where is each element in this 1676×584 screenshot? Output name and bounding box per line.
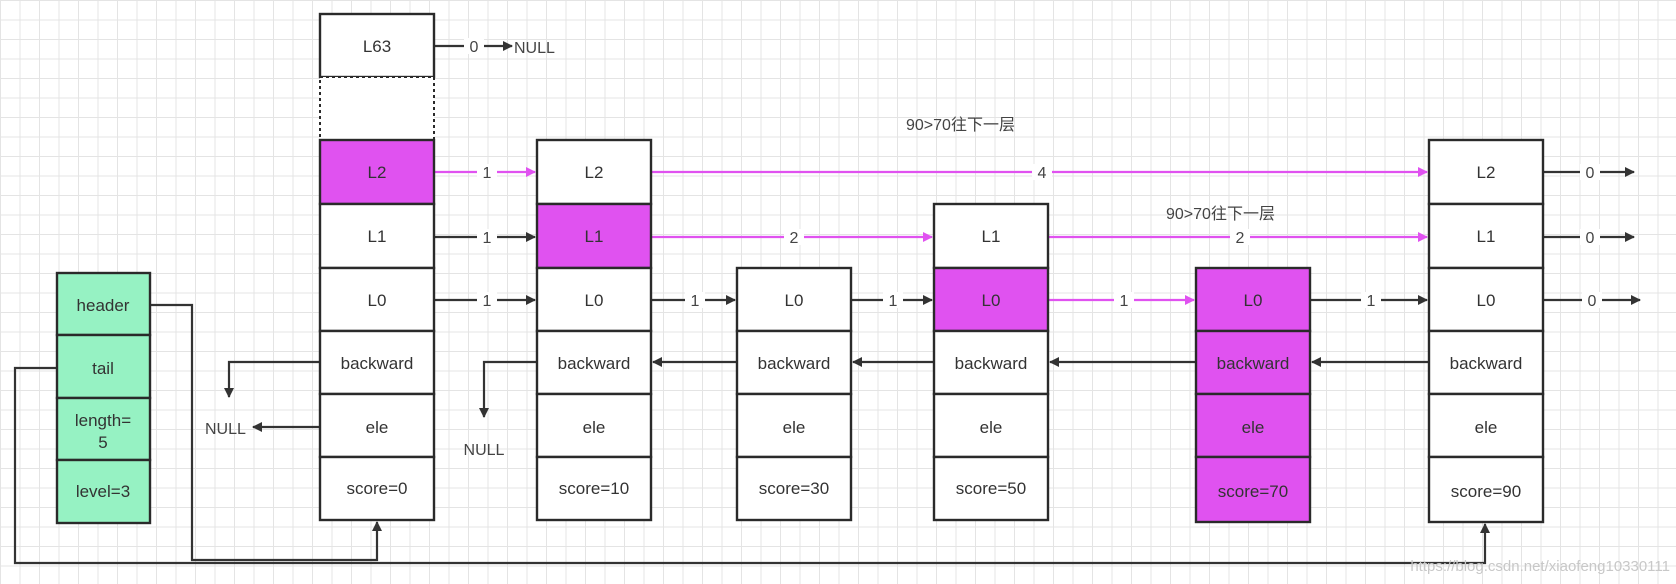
node10-l1-label: L1: [585, 227, 604, 246]
header-ele-label: ele: [366, 418, 389, 437]
null-label-backward: NULL: [464, 442, 505, 459]
node30-ele-label: ele: [783, 418, 806, 437]
node10-score-cell: [535, 455, 653, 522]
node30-score-label: score=30: [759, 479, 829, 498]
header-backward-label: backward: [341, 354, 414, 373]
null-label-l63: NULL: [514, 40, 555, 57]
node90-l1-label: L1: [1477, 227, 1496, 246]
node30-score-cell: [735, 455, 853, 522]
node90-l2-label: L2: [1477, 163, 1496, 182]
header-score-label: score=0: [347, 479, 408, 498]
node-score-30: L0 backward ele score=30: [735, 266, 853, 522]
node50-ele-label: ele: [980, 418, 1003, 437]
node90-ele-label: ele: [1475, 418, 1498, 437]
node90-l1-cell: [1427, 202, 1545, 270]
arrow-backward-n10-null: [479, 360, 537, 418]
node50-backward-label: backward: [955, 354, 1028, 373]
list-header-label: header: [77, 296, 130, 315]
header-l63-cell: [318, 12, 436, 79]
node10-l2-cell: [535, 138, 653, 206]
span-l2-n90-null: 0: [1586, 165, 1595, 182]
node50-score-label: score=50: [956, 479, 1026, 498]
node90-l2-cell: [1427, 138, 1545, 206]
span-l0-n90-null: 0: [1588, 293, 1597, 310]
node-score-70: L0 backward ele score=70: [1194, 266, 1312, 524]
node90-l0-cell: [1427, 266, 1545, 333]
node10-ele-label: ele: [583, 418, 606, 437]
note-l2-descend: 90>70往下一层: [906, 116, 1015, 134]
node30-l0-label: L0: [785, 291, 804, 310]
node10-ele-cell: [535, 392, 653, 459]
span-l0-n10-n30: 1: [691, 293, 700, 310]
header-l2-label: L2: [368, 163, 387, 182]
header-gap-cell: [319, 76, 435, 141]
node-score-90: L2 L1 L0 backward ele score=90: [1427, 138, 1545, 524]
list-header-cell: [55, 271, 152, 337]
span-l2-n10-n90: 4: [1038, 165, 1047, 182]
node10-score-label: score=10: [559, 479, 629, 498]
note-l1-descend: 90>70往下一层: [1166, 205, 1275, 223]
node70-l0-label: L0: [1244, 291, 1263, 310]
node50-l1-label: L1: [982, 227, 1001, 246]
node50-l0-label: L0: [982, 291, 1001, 310]
node70-ele-label: ele: [1242, 418, 1265, 437]
zset-list: header tail length= 5 level=3: [55, 271, 152, 525]
null-label-ele: NULL: [205, 421, 246, 438]
node70-score-cell: [1194, 455, 1312, 524]
header-l1-label: L1: [368, 227, 387, 246]
node-score-10: L2 L1 L0 backward ele score=10: [535, 138, 653, 522]
arrow-backward-hdr-null: [224, 360, 320, 398]
list-length-value: 5: [98, 433, 107, 452]
header-node: L63 L2 L1 L0 backward ele score=0: [318, 12, 436, 522]
span-l63: 0: [470, 39, 479, 56]
span-l1-n50-n90: 2: [1236, 230, 1245, 247]
node30-l0-cell: [735, 266, 853, 333]
arrow-list-header: [150, 303, 382, 562]
node10-l0-cell: [535, 266, 653, 333]
node90-ele-cell: [1427, 392, 1545, 459]
node90-l0-label: L0: [1477, 291, 1496, 310]
node10-l0-label: L0: [585, 291, 604, 310]
header-l63-label: L63: [363, 37, 391, 56]
list-level-cell: [55, 458, 152, 525]
span-l1-hdr-n10: 1: [483, 230, 492, 247]
header-l1-cell: [318, 202, 436, 270]
node-score-50: L1 L0 backward ele score=50: [932, 202, 1050, 522]
span-l0-n30-n50: 1: [889, 293, 898, 310]
list-level-label: level=3: [76, 482, 130, 501]
list-length-label: length=: [75, 411, 131, 430]
span-l0-hdr-n10: 1: [483, 293, 492, 310]
node30-ele-cell: [735, 392, 853, 459]
span-l0-n70-n90: 1: [1367, 293, 1376, 310]
node10-l2-label: L2: [585, 163, 604, 182]
node70-ele-cell: [1194, 392, 1312, 459]
node10-l1-cell: [535, 202, 653, 270]
watermark: https://blog.csdn.net/xiaofeng10330111: [1410, 558, 1670, 575]
span-l1-n90-null: 0: [1586, 230, 1595, 247]
list-tail-label: tail: [92, 359, 114, 378]
node50-score-cell: [932, 455, 1050, 522]
node90-score-label: score=90: [1451, 482, 1521, 501]
span-l2-hdr-n10: 1: [483, 165, 492, 182]
node50-l1-cell: [932, 202, 1050, 270]
node70-score-label: score=70: [1218, 482, 1288, 501]
header-score-cell: [318, 455, 436, 522]
arrow-list-tail: [13, 366, 1490, 565]
node90-backward-label: backward: [1450, 354, 1523, 373]
header-l0-label: L0: [368, 291, 387, 310]
header-l0-cell: [318, 266, 436, 333]
node10-backward-cell: [535, 329, 653, 396]
span-l0-n50-n70: 1: [1120, 293, 1129, 310]
node30-backward-label: backward: [758, 354, 831, 373]
node50-backward-cell: [932, 329, 1050, 396]
list-length-cell: [55, 396, 152, 462]
node70-backward-label: backward: [1217, 354, 1290, 373]
node10-backward-label: backward: [558, 354, 631, 373]
node90-score-cell: [1427, 455, 1545, 524]
node50-l0-cell: [932, 266, 1050, 333]
span-l1-n10-n50: 2: [790, 230, 799, 247]
